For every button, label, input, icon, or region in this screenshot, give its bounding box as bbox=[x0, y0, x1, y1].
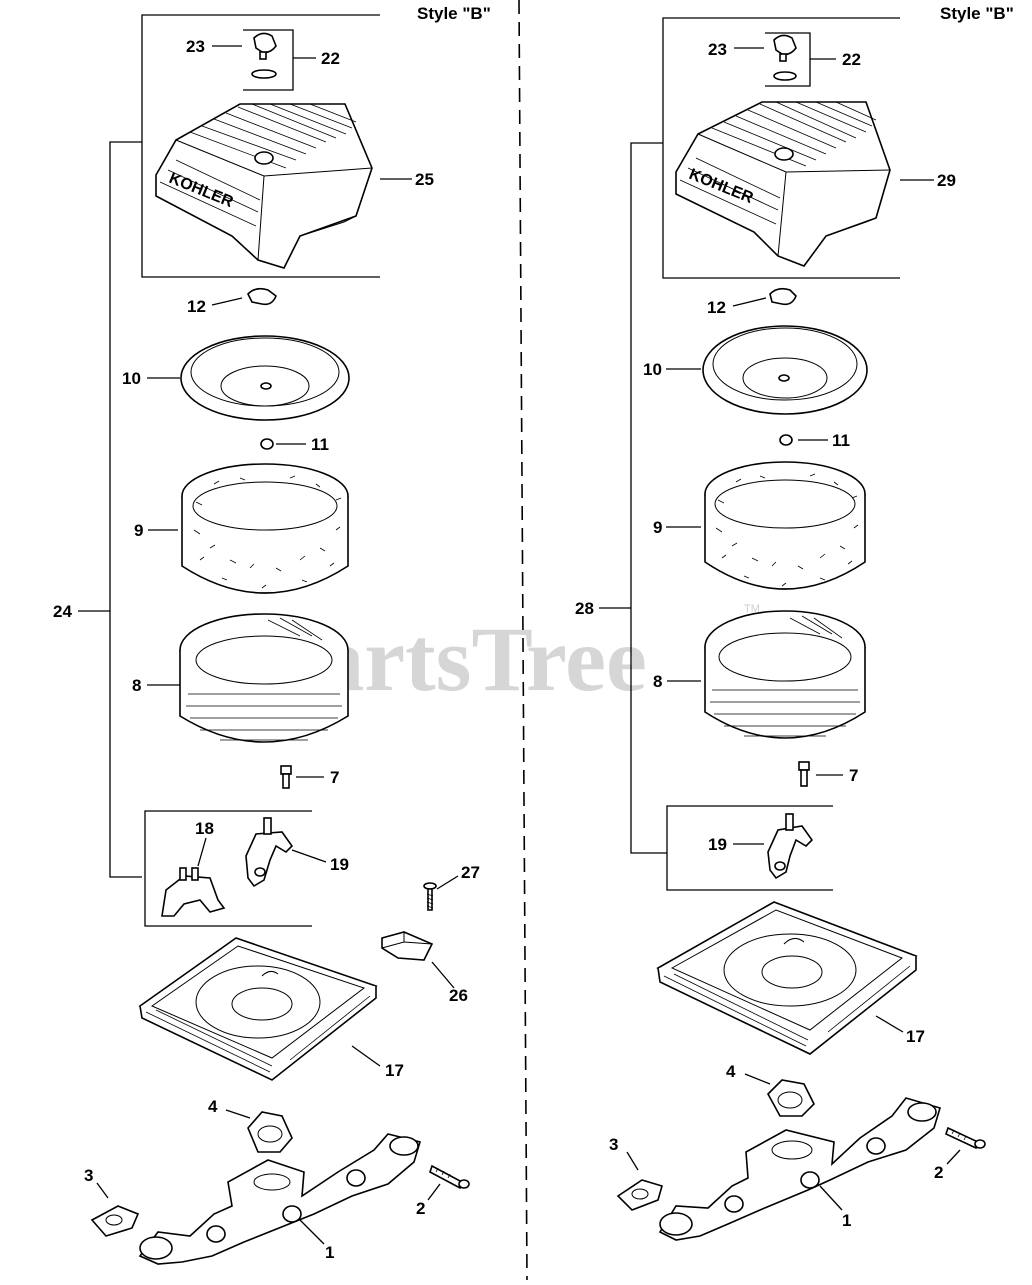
right-bracket-28 bbox=[630, 142, 667, 854]
left-callout-7: 7 bbox=[330, 768, 339, 787]
right-part-12-nut bbox=[769, 287, 797, 306]
right-callout-1: 1 bbox=[842, 1211, 851, 1230]
right-style-label: Style "B" bbox=[940, 4, 1014, 23]
right-part-8-filter bbox=[704, 610, 866, 739]
right-part-23-knob bbox=[773, 34, 797, 62]
left-callout-1: 1 bbox=[325, 1243, 334, 1262]
left-part-3-gasket bbox=[90, 1205, 140, 1237]
right-part-7-bolt bbox=[798, 761, 810, 787]
left-part-1-manifold bbox=[138, 1133, 422, 1265]
right-callout-4: 4 bbox=[726, 1062, 736, 1081]
panel-divider bbox=[518, 0, 528, 1281]
left-part-8-filter bbox=[179, 613, 349, 743]
left-part-18-bracket bbox=[161, 867, 226, 917]
left-callout-18: 18 bbox=[195, 819, 214, 838]
right-callout-29: 29 bbox=[937, 171, 956, 190]
left-part-9-precleaner bbox=[181, 463, 349, 594]
right-callout-9: 9 bbox=[653, 518, 662, 537]
left-callout-2: 2 bbox=[416, 1199, 425, 1218]
left-callout-17: 17 bbox=[385, 1061, 404, 1080]
right-part-4-gasket bbox=[767, 1079, 815, 1117]
right-panel: Style "B" 23 22 29 12 bbox=[575, 4, 1014, 1241]
left-bracket-24 bbox=[109, 141, 142, 878]
right-part-29-cover: KOHLER bbox=[675, 101, 891, 267]
right-callout-12: 12 bbox=[707, 298, 726, 317]
right-callout-8: 8 bbox=[653, 672, 662, 691]
left-callout-12: 12 bbox=[187, 297, 206, 316]
right-callout-10: 10 bbox=[643, 360, 662, 379]
left-callout-22: 22 bbox=[321, 49, 340, 68]
left-part-23-knob bbox=[253, 32, 277, 60]
left-callout-11: 11 bbox=[311, 435, 329, 454]
left-callout-4: 4 bbox=[208, 1097, 218, 1116]
right-callout-11: 11 bbox=[832, 431, 850, 450]
right-callout-17: 17 bbox=[906, 1027, 925, 1046]
left-callout-26: 26 bbox=[449, 986, 468, 1005]
left-part-19-bracket bbox=[245, 817, 294, 888]
left-part-10-dish bbox=[180, 335, 350, 421]
right-part-11-seal bbox=[779, 434, 793, 446]
right-callout-23: 23 bbox=[708, 40, 727, 59]
left-part-26-cap bbox=[381, 931, 434, 961]
left-callout-8: 8 bbox=[132, 676, 141, 695]
right-part-2-stud bbox=[945, 1126, 986, 1150]
right-callout-7: 7 bbox=[849, 766, 858, 785]
left-callout-3: 3 bbox=[84, 1166, 93, 1185]
left-lower-box bbox=[144, 810, 312, 927]
right-part-10-dish bbox=[702, 325, 868, 415]
left-part-17-base bbox=[138, 937, 378, 1081]
left-callout-23: 23 bbox=[186, 37, 205, 56]
right-part-17-base bbox=[656, 901, 918, 1055]
right-part-22-washer bbox=[773, 71, 797, 81]
right-cover-box bbox=[662, 17, 900, 279]
left-knob-box bbox=[243, 29, 294, 91]
left-callout-27: 27 bbox=[461, 863, 480, 882]
right-part-3-gasket bbox=[616, 1179, 663, 1211]
left-callout-10: 10 bbox=[122, 369, 141, 388]
left-style-label: Style "B" bbox=[417, 4, 491, 23]
left-part-25-cover: KOHLER bbox=[155, 103, 373, 269]
left-part-11-seal bbox=[260, 438, 274, 450]
left-part-22-washer bbox=[251, 69, 277, 79]
watermark-trademark: TM bbox=[744, 603, 760, 615]
left-callout-25: 25 bbox=[415, 170, 434, 189]
right-leaders bbox=[599, 47, 961, 1211]
left-part-12-nut bbox=[247, 287, 277, 306]
left-callout-24: 24 bbox=[53, 602, 72, 621]
right-part-9-precleaner bbox=[704, 461, 866, 590]
left-leaders bbox=[78, 45, 459, 1245]
left-part-4-gasket bbox=[247, 1111, 293, 1153]
right-lower-box bbox=[666, 805, 833, 891]
right-part-1-manifold bbox=[658, 1097, 941, 1241]
right-callout-3: 3 bbox=[609, 1135, 618, 1154]
right-callout-2: 2 bbox=[934, 1163, 943, 1182]
left-cover-box bbox=[141, 14, 380, 278]
left-callout-9: 9 bbox=[134, 521, 143, 540]
right-callout-28: 28 bbox=[575, 599, 594, 618]
left-part-27-screw bbox=[423, 882, 437, 911]
left-callout-19: 19 bbox=[330, 855, 349, 874]
left-panel: Style "B" bbox=[53, 4, 491, 1265]
right-callout-22: 22 bbox=[842, 50, 861, 69]
left-part-2-stud bbox=[429, 1164, 470, 1190]
right-callout-19: 19 bbox=[708, 835, 727, 854]
left-part-7-bolt bbox=[280, 765, 292, 789]
right-part-19-bracket bbox=[767, 813, 814, 880]
